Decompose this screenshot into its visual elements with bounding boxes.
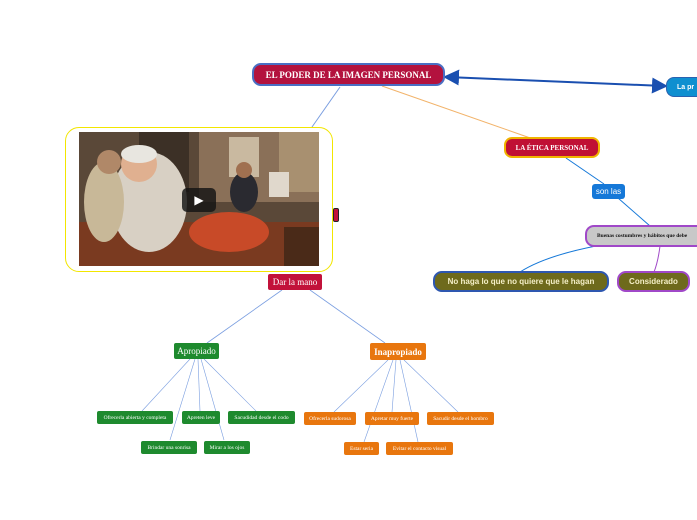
apropiado-item[interactable]: Brindar una sonrisa — [141, 441, 197, 454]
apropiado-item[interactable]: Sacudidad desde el codo — [228, 411, 295, 424]
video-thumbnail[interactable] — [79, 132, 319, 266]
etica-to-sonlas-link — [565, 157, 605, 185]
title-to-right-link — [443, 69, 668, 94]
dar-la-mano-topic[interactable]: Dar la mano — [268, 274, 322, 290]
son-las-label[interactable]: son las — [592, 184, 625, 199]
central-topic[interactable]: EL PODER DE LA IMAGEN PERSONAL — [252, 63, 445, 86]
right-topic-tab[interactable]: La pr — [666, 77, 697, 97]
play-icon[interactable]: ▶ — [182, 188, 216, 212]
inapropiado-item[interactable]: Estar seria — [344, 442, 379, 455]
etica-personal-topic[interactable]: LA ÉTICA PERSONAL — [504, 137, 600, 158]
no-haga-topic[interactable]: No haga lo que no quiere que le hagan — [433, 271, 609, 292]
buenas-to-nohaga-link — [519, 245, 597, 273]
title-to-video-link — [311, 86, 341, 128]
inapropiado-topic[interactable]: Inapropiado — [370, 343, 426, 360]
inapropiado-item[interactable]: Ofrecerla sudorosa — [304, 412, 356, 425]
title-to-etica-link — [381, 85, 537, 141]
collapsed-topic-marker[interactable] — [333, 208, 339, 222]
dar-to-apropiado-link — [206, 289, 283, 344]
buenas-to-considerado-link — [653, 245, 661, 273]
inapropiado-item[interactable]: Sacudir desde el hombro — [427, 412, 494, 425]
inapropiado-item[interactable]: Apretar muy fuerte — [365, 412, 419, 425]
inapropiado-item[interactable]: Evitar el contacto visual — [386, 442, 453, 455]
apropiado-item[interactable]: Mirar a los ojos — [204, 441, 250, 454]
apropiado-item[interactable]: Apreten leve — [182, 411, 220, 424]
apropiado-item[interactable]: Ofrecerla abierta y completa — [97, 411, 173, 424]
dar-to-inapropiado-link — [309, 289, 386, 344]
sonlas-to-buenas-link — [617, 197, 651, 227]
apropiado-topic[interactable]: Apropiado — [174, 343, 219, 359]
video-scene-image — [79, 132, 319, 266]
considerado-topic[interactable]: Considerado — [617, 271, 690, 292]
buenas-costumbres-topic[interactable]: Buenas costumbres y hábitos que debe — [585, 225, 697, 247]
